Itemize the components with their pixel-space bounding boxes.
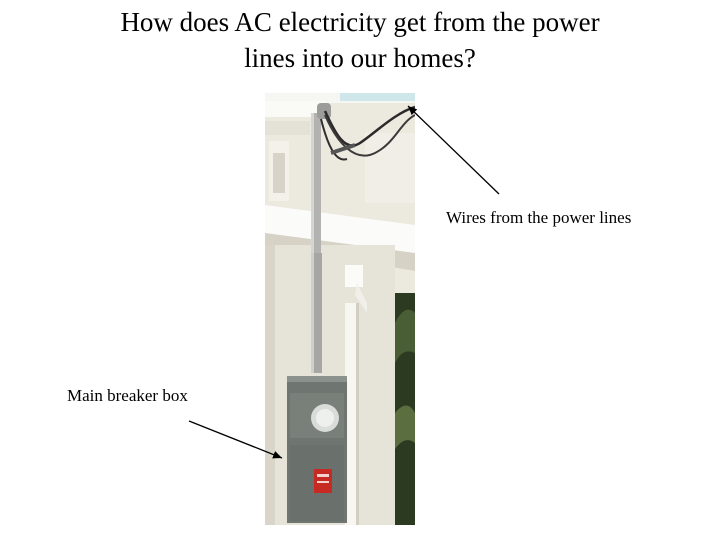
house-electric-service-photo (265, 93, 415, 525)
breaker-arrow (188, 420, 283, 459)
title-line-1: How does AC electricity get from the pow… (120, 7, 600, 37)
wires-arrow (407, 105, 500, 195)
slide-title: How does AC electricity get from the pow… (40, 4, 680, 76)
title-line-2: lines into our homes? (244, 43, 476, 73)
wires-label: Wires from the power lines (446, 208, 632, 227)
breaker-box-label: Main breaker box (67, 386, 188, 405)
